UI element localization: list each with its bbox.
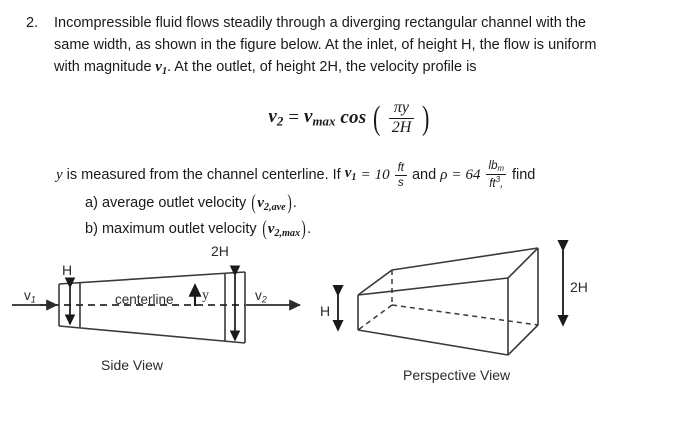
side-outlet-velocity-label: v2 — [255, 288, 267, 305]
fraction-denominator: 2H — [388, 117, 415, 137]
side-view-caption: Side View — [101, 357, 164, 373]
problem-line-3-tail: . At the outlet, of height 2H, the veloc… — [167, 59, 477, 75]
equation-rhs-var: vmax — [304, 106, 336, 130]
unit-ft3: ft3, — [486, 174, 507, 190]
problem-statement: 2. Incompressible fluid flows steadily t… — [26, 12, 666, 83]
question-subitems: a) average outlet velocity (v2,ave). b) … — [85, 192, 311, 244]
given-v1-symbol: v1 — [344, 164, 357, 183]
subitem-a-text: average outlet velocity — [101, 195, 247, 211]
side-view-svg — [12, 265, 301, 344]
unit-lbm: lbm — [488, 160, 504, 174]
velocity-profile-equation: v2 = vmax cos ( πy 2H ) — [0, 99, 700, 137]
side-outlet-height-label: 2H — [211, 243, 229, 259]
side-inlet-velocity-label: v1 — [24, 288, 36, 305]
subitem-a-label: a) — [85, 195, 98, 211]
given-text-a: is measured from the channel centerline.… — [66, 167, 341, 184]
problem-line-3: with magnitude v1. At the outlet, of hei… — [54, 56, 596, 83]
perspective-view-figure: H 2H Perspective View — [320, 240, 700, 390]
given-values-line: y is measured from the channel centerlin… — [56, 160, 535, 190]
subitem-b-period: . — [307, 220, 312, 237]
perspective-view-svg — [332, 240, 569, 356]
equation-fraction: πy 2H — [388, 99, 415, 137]
given-y-symbol: y — [56, 167, 63, 184]
unit-lbm-per-ft3: lbm ft3, — [486, 160, 507, 190]
subitem-b-label: b) — [85, 220, 98, 237]
duct-solid-edges — [357, 247, 539, 356]
duct-hidden-edges — [357, 270, 539, 331]
side-view-figure: H 2H centerline y v1 v2 Side View — [0, 240, 320, 390]
unit-ft: ft — [397, 161, 404, 174]
subitem-b-symbol: v2,max — [267, 220, 301, 239]
duct-outline — [58, 271, 246, 344]
subitem-a: a) average outlet velocity (v2,ave). — [85, 192, 311, 218]
side-centerline-label: centerline — [115, 292, 174, 307]
given-equals-1: = — [360, 167, 371, 184]
unit-ft-per-s: ft s — [394, 161, 407, 189]
persp-outlet-height-label: 2H — [570, 279, 588, 295]
subitem-a-open-paren: ( — [251, 190, 256, 214]
persp-inlet-height-label: H — [320, 303, 331, 319]
equation-equals: = — [288, 107, 300, 129]
problem-text: Incompressible fluid flows steadily thro… — [54, 12, 596, 83]
given-rho-symbol: ρ — [440, 167, 448, 184]
problem-number: 2. — [26, 15, 39, 31]
problem-row: 2. Incompressible fluid flows steadily t… — [26, 12, 666, 83]
subitem-a-period: . — [292, 195, 297, 211]
fraction-numerator: πy — [393, 99, 410, 116]
problem-line-1: Incompressible fluid flows steadily thro… — [54, 15, 586, 31]
perspective-view-caption: Perspective View — [403, 367, 511, 383]
given-text-c: find — [511, 167, 536, 184]
subitem-b-open-paren: ( — [262, 215, 267, 240]
subitem-b: b) maximum outlet velocity (v2,max). — [85, 215, 312, 244]
side-y-label: y — [202, 288, 209, 303]
equation-lhs: v2 — [268, 106, 284, 130]
equation-open-paren: ( — [373, 99, 381, 137]
problem-line-2: same width, as shown in the figure below… — [54, 37, 597, 53]
equation-inner: v2 = vmax cos ( πy 2H ) — [268, 99, 431, 137]
given-text-b: and — [411, 167, 437, 184]
inline-symbol-v1: v1 — [155, 59, 168, 77]
equation-cos-operator: cos — [340, 107, 367, 129]
subitem-b-close-paren: ) — [301, 215, 306, 240]
problem-line-3-head: with magnitude — [54, 59, 152, 75]
unit-s: s — [394, 174, 407, 189]
equation-close-paren: ) — [422, 99, 430, 137]
subitem-b-text: maximum outlet velocity — [101, 220, 257, 237]
subitem-a-close-paren: ) — [287, 190, 292, 214]
given-value-1: 10 — [374, 167, 390, 184]
side-inlet-height-label: H — [62, 262, 73, 278]
given-equals-2: = — [451, 167, 462, 184]
subitem-a-symbol: v2,ave — [257, 195, 286, 213]
given-value-2: 64 — [465, 167, 481, 184]
